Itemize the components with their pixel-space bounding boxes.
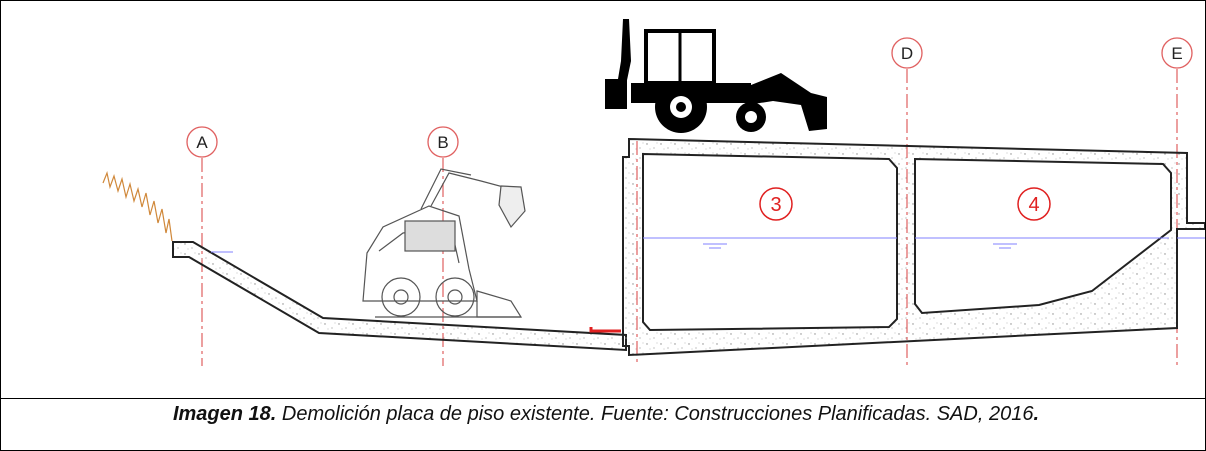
zone-marker-4: 4 (1017, 187, 1051, 221)
caption-end: . (1033, 403, 1040, 425)
demolition-cut-marker (589, 327, 621, 333)
axis-marker-e: E (1161, 37, 1193, 69)
zone-label-4: 4 (1028, 194, 1039, 216)
backhoe-loader (605, 19, 827, 133)
figure-caption: Imagen 18. Demolición placa de piso exis… (41, 402, 1171, 426)
axis-marker-a: A (186, 126, 218, 158)
axis-label-e: E (1171, 44, 1182, 63)
water-level (643, 237, 1205, 249)
axis-label-b: B (437, 133, 448, 152)
caption-divider (1, 398, 1205, 399)
cross-section-diagram: A B D E (102, 19, 1205, 366)
axis-marker-d: D (891, 37, 923, 69)
caption-label: Imagen 18. (172, 403, 277, 425)
zone-label-3: 3 (770, 194, 781, 216)
skid-steer-loader (362, 168, 526, 318)
box-culvert (622, 137, 1205, 357)
channel-slab (172, 241, 627, 352)
axis-marker-b: B (427, 126, 459, 158)
axis-label-a: A (196, 133, 208, 152)
zone-marker-3: 3 (759, 187, 793, 221)
axis-label-d: D (901, 44, 913, 63)
vegetation-sketch (102, 170, 173, 242)
caption-text: Demolición placa de piso existente. Fuen… (276, 403, 1034, 425)
